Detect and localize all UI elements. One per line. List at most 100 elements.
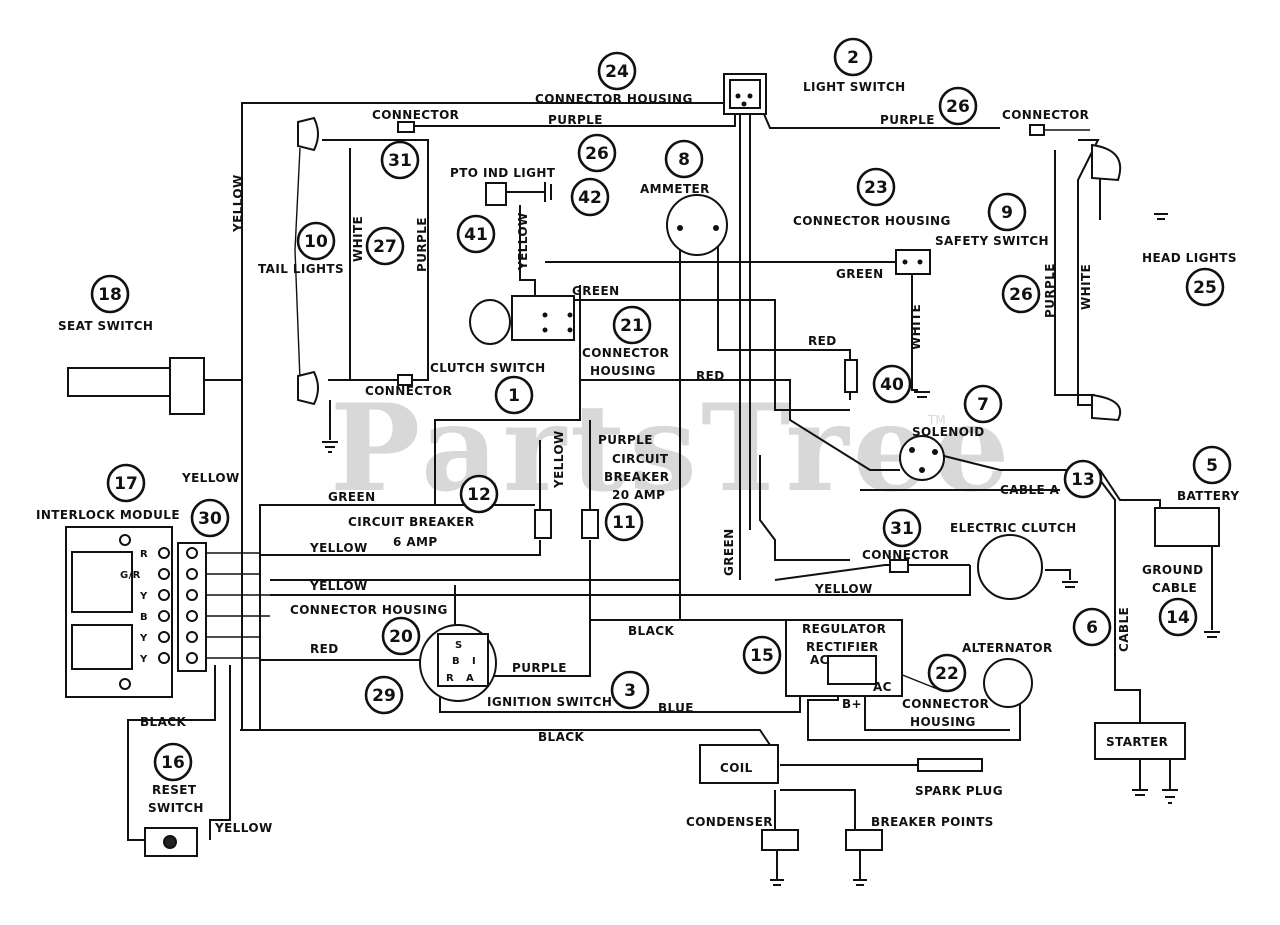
tail-connector-bottom: [397, 374, 413, 386]
svg-text:15: 15: [750, 646, 774, 666]
label-connector-22: CONNECTOR: [902, 697, 989, 711]
wire-clutch-ground: [1045, 569, 1071, 580]
label-head-lights: HEAD LIGHTS: [1142, 251, 1237, 265]
wire-black-reset: [127, 665, 216, 841]
label-purple-top1: PURPLE: [548, 113, 603, 127]
svg-text:23: 23: [864, 178, 888, 198]
label-yellow-interlock: YELLOW: [181, 471, 240, 485]
label-yellow-cb-vert: YELLOW: [552, 430, 566, 489]
callout-8: 8: [664, 139, 704, 179]
label-red-upper: RED: [808, 334, 837, 348]
label-green-safety: GREEN: [836, 267, 884, 281]
callout-9: 9: [987, 192, 1027, 232]
wire-yellow-mid2: [270, 565, 971, 596]
interlock-module-relay2: [71, 624, 133, 670]
label-tail-lights: TAIL LIGHTS: [258, 262, 344, 276]
label-connector-housing-24: CONNECTOR HOUSING: [535, 92, 693, 106]
terminal-block-30: [177, 542, 207, 672]
breaker-points: [845, 829, 883, 851]
label-purple-head: PURPLE: [1043, 263, 1057, 318]
label-connector-head: CONNECTOR: [1002, 108, 1089, 122]
label-20-amp: 20 AMP: [612, 488, 665, 502]
label-white-head: WHITE: [1079, 264, 1093, 310]
svg-text:12: 12: [467, 485, 491, 505]
svg-text:6: 6: [1086, 618, 1098, 638]
callout-14: 14: [1158, 597, 1198, 637]
label-clutch-switch: CLUTCH SWITCH: [430, 361, 546, 375]
label-solenoid: SOLENOID: [912, 425, 985, 439]
ign-terminal-s: S: [455, 640, 463, 651]
svg-text:7: 7: [977, 395, 989, 415]
wire-purple-tail-loop: [322, 139, 429, 381]
svg-text:42: 42: [578, 188, 602, 208]
spark-plug: [917, 758, 983, 772]
callout-3: 3: [610, 670, 650, 710]
svg-text:20: 20: [389, 627, 413, 647]
label-6-amp: 6 AMP: [393, 535, 438, 549]
wire-cable-starter: [1099, 479, 1141, 730]
interlock-mount-bottom: [119, 678, 131, 690]
svg-text:1: 1: [508, 386, 520, 406]
label-light-switch: LIGHT SWITCH: [803, 80, 906, 94]
callout-15: 15: [742, 635, 782, 675]
electric-clutch-connector: [889, 559, 909, 573]
label-purple-top2: PURPLE: [880, 113, 935, 127]
label-black-ign: BLACK: [628, 624, 674, 638]
interlock-terminal-1: R: [140, 549, 148, 560]
label-breaker-points: BREAKER POINTS: [871, 815, 994, 829]
label-yellow-reset: YELLOW: [214, 821, 273, 835]
wire-yellow-clutch: [774, 564, 970, 581]
wire-blue: [439, 690, 801, 713]
circuit-breaker-6amp: [534, 509, 552, 539]
svg-text:9: 9: [1001, 203, 1013, 223]
interlock-terminal-2: G/R: [120, 570, 141, 581]
wire-coil-points: [780, 789, 856, 830]
reset-switch-button: [163, 835, 177, 849]
label-condenser: CONDENSER: [686, 815, 773, 829]
callout-26a: 26: [938, 86, 978, 126]
wire-cb6-yellow: [260, 540, 541, 556]
seat-switch-plunger: [67, 367, 174, 397]
label-ac-reg: AC: [810, 653, 829, 667]
callout-6: 6: [1072, 607, 1112, 647]
electric-clutch-body: [977, 534, 1043, 600]
callout-18: 18: [90, 274, 130, 314]
seat-switch-body: [169, 357, 205, 415]
ammeter-gauge: [666, 194, 728, 256]
callouts: 24 2 26 31 26 8 42 41 23 9 10 27 18 21 2…: [90, 37, 1232, 782]
interlock-terminal-6: Y: [139, 654, 148, 665]
svg-text:11: 11: [612, 513, 636, 533]
starter-body: [1094, 722, 1186, 760]
ign-terminal-r: R: [446, 673, 454, 684]
label-blue: BLUE: [658, 701, 694, 715]
wire-tail-pointer: [294, 147, 301, 381]
callout-30: 30: [190, 498, 230, 538]
headlight-connector: [1029, 124, 1045, 136]
alternator-body: [983, 658, 1033, 708]
svg-text:22: 22: [935, 664, 959, 684]
svg-text:27: 27: [373, 237, 397, 257]
interlock-terminal-3: Y: [139, 591, 148, 602]
clutch-switch-body: [511, 295, 575, 341]
svg-text:31: 31: [388, 151, 412, 171]
label-cable-a: CABLE A: [1000, 483, 1060, 497]
svg-text:17: 17: [114, 474, 138, 494]
ignition-coil: [699, 744, 779, 784]
label-interlock-module: INTERLOCK MODULE: [36, 508, 180, 522]
pto-light-body: [485, 182, 507, 206]
label-rectifier: RECTIFIER: [806, 640, 879, 654]
wire-white-headlight: [1077, 139, 1100, 406]
label-connector-tail: CONNECTOR: [372, 108, 459, 122]
callout-11: 11: [604, 502, 644, 542]
label-starter: STARTER: [1106, 735, 1168, 749]
circuit-breaker-20amp: [581, 509, 599, 539]
battery-body: [1154, 507, 1220, 547]
label-connector-housing-ign: CONNECTOR HOUSING: [290, 603, 448, 617]
wire-purple-headlight: [1054, 150, 1095, 396]
svg-text:2: 2: [847, 48, 859, 68]
label-yellow-mid2: YELLOW: [309, 579, 368, 593]
labels: CONNECTOR HOUSING LIGHT SWITCH CONNECTOR…: [36, 80, 1239, 835]
label-circuit-20: CIRCUIT: [612, 452, 669, 466]
callout-17: 17: [106, 463, 146, 503]
ignition-switch-housing: [437, 633, 489, 687]
